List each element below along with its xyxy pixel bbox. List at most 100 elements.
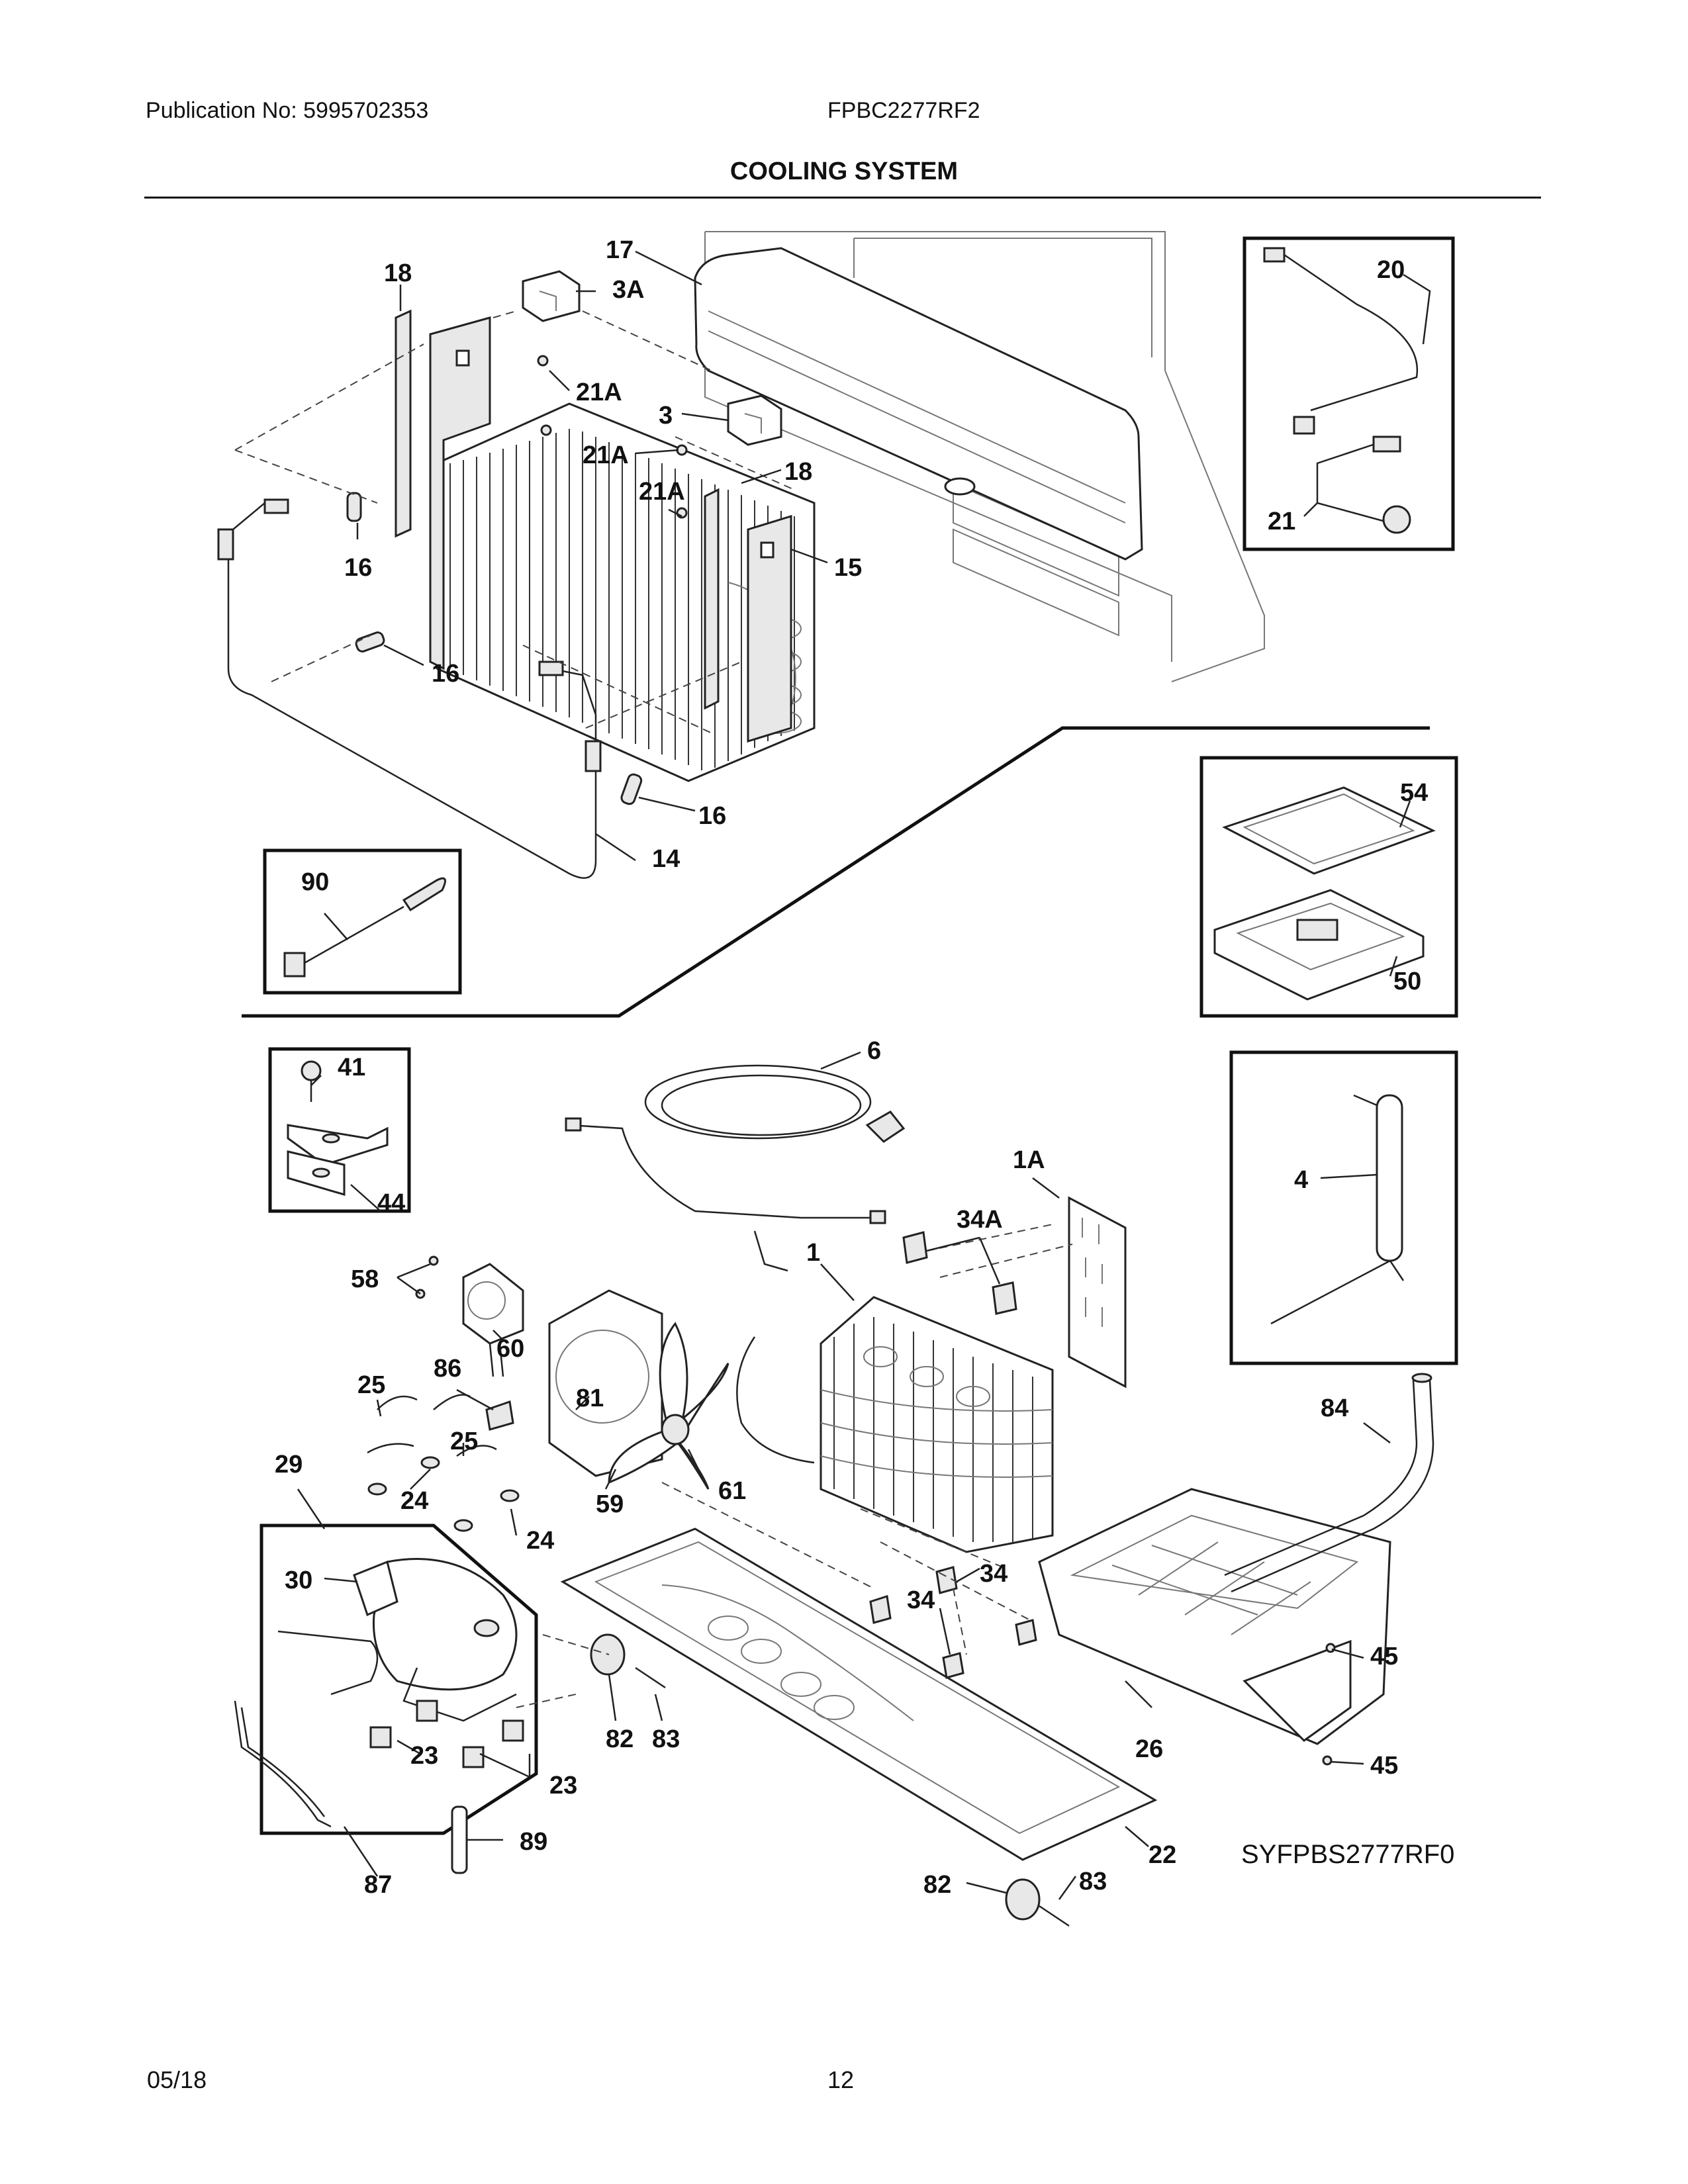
callout-16-c: 16: [698, 802, 726, 830]
drain-tube-84: [1224, 1373, 1434, 1593]
callout-18: 18: [384, 259, 412, 287]
spacers-16: [346, 492, 643, 805]
bracket-3A: [522, 270, 581, 322]
leader-lines: [297, 250, 1431, 1900]
publication-number: Publication No: 5995702353: [146, 98, 429, 123]
bracket-44: [287, 1124, 389, 1197]
callout-21A-1: 21A: [576, 379, 622, 406]
insulator-left: [395, 309, 412, 538]
harness-21: [1316, 435, 1411, 534]
bracket-86: [485, 1400, 514, 1431]
clip-34A-b: [992, 1281, 1017, 1315]
callout-6: 6: [867, 1037, 881, 1065]
callout-16-a: 16: [344, 554, 372, 582]
fan-motor-60: [462, 1263, 524, 1377]
callout-26: 26: [1135, 1735, 1163, 1763]
callout-21: 21: [1268, 508, 1295, 535]
box-29-compressor: [259, 1524, 538, 1835]
callout-30: 30: [285, 1567, 312, 1594]
callout-24-b: 24: [526, 1527, 554, 1555]
callout-87: 87: [364, 1871, 392, 1899]
footer-date: 05/18: [147, 2066, 207, 2093]
box-90: [263, 848, 462, 995]
callout-45-b: 45: [1370, 1752, 1398, 1780]
assembly-lines-upper: [234, 310, 795, 735]
callout-44: 44: [377, 1189, 405, 1217]
callout-3: 3: [659, 402, 673, 430]
fan-shroud: [548, 1289, 663, 1477]
harness-20: [1263, 247, 1419, 435]
screw-41: [301, 1060, 322, 1102]
probe-90: [283, 877, 446, 978]
drain-pan-26: [1038, 1488, 1391, 1745]
end-plate-left: [429, 316, 491, 670]
callout-82-a: 82: [606, 1725, 633, 1753]
callout-20: 20: [1377, 256, 1405, 284]
callout-60: 60: [496, 1335, 524, 1363]
callout-15: 15: [834, 554, 862, 582]
control-board-50: [1213, 889, 1425, 1001]
callout-29: 29: [275, 1451, 303, 1479]
callout-25-a: 25: [357, 1371, 385, 1399]
defrost-heater: [217, 498, 602, 879]
screws-21A: [537, 355, 688, 519]
clips-25: [367, 1394, 497, 1457]
bracket-3: [727, 394, 782, 446]
evaporator-cover: [694, 247, 1143, 561]
page-number: 12: [827, 2066, 855, 2093]
drier-4: [1270, 1094, 1405, 1325]
cabinet-outline: [704, 231, 1265, 682]
callout-81: 81: [576, 1385, 604, 1412]
callout-25-b: 25: [450, 1428, 478, 1455]
control-cover-54: [1222, 786, 1436, 875]
callout-34-b: 34: [907, 1586, 935, 1614]
callout-1A: 1A: [1013, 1146, 1045, 1174]
compressor-30: [277, 1558, 524, 1768]
base-plate-22: [560, 1527, 1158, 1861]
grommets-24: [367, 1456, 520, 1532]
drawing-code: SYFPBS2777RF0: [1241, 1840, 1454, 1869]
callout-41: 41: [338, 1054, 365, 1081]
screws-45: [1322, 1643, 1336, 1766]
callout-45-a: 45: [1370, 1643, 1398, 1670]
insulator-right: [704, 488, 720, 710]
condenser-1: [736, 1296, 1054, 1553]
callout-54: 54: [1400, 779, 1428, 807]
callout-3A: 3A: [612, 276, 645, 304]
box-41-44: [268, 1047, 411, 1213]
model-number: FPBC2277RF2: [827, 98, 980, 123]
section-title: COOLING SYSTEM: [729, 158, 959, 185]
tube-87: [234, 1700, 332, 1828]
callout-16-b: 16: [432, 660, 459, 688]
callout-82-b: 82: [923, 1871, 951, 1899]
end-plate-right: [747, 514, 792, 743]
callout-14: 14: [652, 845, 680, 873]
clip-34A-a: [902, 1231, 928, 1264]
screws-58: [415, 1255, 439, 1299]
section-divider: [242, 726, 1430, 1018]
callout-34-a: 34: [980, 1560, 1008, 1588]
callout-58: 58: [351, 1265, 379, 1293]
callout-18-b: 18: [784, 458, 812, 486]
callout-21A-2: 21A: [583, 441, 629, 469]
callout-21A-3: 21A: [639, 478, 685, 506]
box-50-54: [1199, 756, 1458, 1018]
callout-4: 4: [1294, 1166, 1308, 1194]
callout-84: 84: [1321, 1394, 1348, 1422]
callout-83-b: 83: [1079, 1868, 1107, 1895]
callout-22: 22: [1149, 1841, 1176, 1869]
callout-1: 1: [806, 1239, 820, 1267]
box-20-21: [1243, 236, 1455, 551]
callout-83-a: 83: [652, 1725, 680, 1753]
baffle-1A: [1068, 1196, 1127, 1388]
header-rule: [144, 197, 1541, 199]
screw-83-upper: [635, 1666, 666, 1689]
tube-89: [451, 1805, 468, 1874]
callout-23-a: 23: [410, 1742, 438, 1770]
box-4: [1229, 1050, 1458, 1365]
callout-50: 50: [1393, 968, 1421, 995]
callout-23-b: 23: [549, 1772, 577, 1799]
callout-17: 17: [606, 236, 633, 264]
callout-24-a: 24: [400, 1487, 428, 1515]
